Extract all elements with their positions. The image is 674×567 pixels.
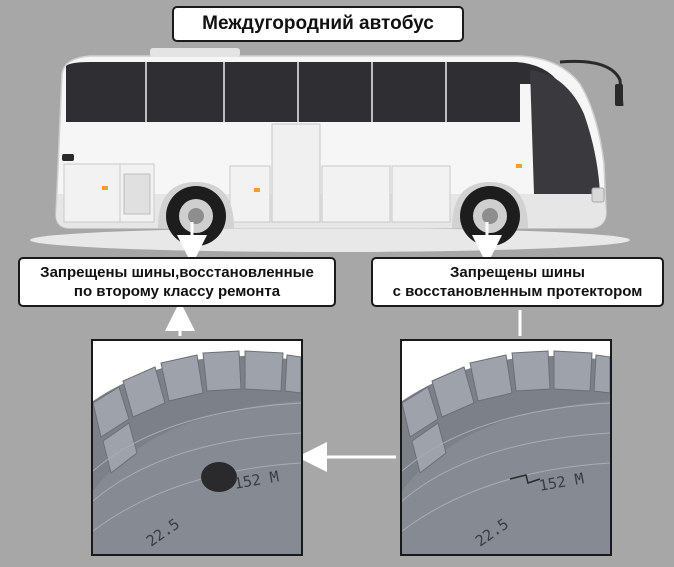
front-wheel [460, 186, 520, 246]
luggage-bays [63, 163, 451, 223]
rear-wheel [166, 186, 226, 246]
bus-windows [66, 62, 560, 122]
bus-windshield [530, 70, 600, 194]
label-left-line2: по второму классу ремонта [73, 283, 281, 300]
tire-sidewall [402, 401, 610, 554]
window-dividers [145, 62, 447, 122]
tire-closeup-right: 152 M 22.5 [402, 341, 610, 554]
tread-blocks [402, 350, 610, 474]
bus-shadow [30, 228, 630, 252]
sidewall-lines [93, 402, 301, 532]
label-left-line1: Запрещены шины,восстановленные [40, 264, 314, 281]
rear-light [62, 154, 74, 161]
side-mirror [559, 59, 624, 107]
mirror-head [615, 84, 623, 106]
tire-sidewall [93, 401, 301, 554]
tread-blocks [93, 350, 301, 474]
label-right-line1: Запрещены шины [450, 264, 585, 281]
bus-illustration [30, 48, 630, 252]
vent-grille [123, 173, 151, 215]
tire-closeup-left: 152 M 22.5 [93, 341, 301, 554]
roof-ac-unit [150, 48, 240, 57]
tire-photo-second-class-repair: 152 M 22.5 [91, 339, 303, 556]
diagram-title: Междугородний автобус [172, 6, 464, 42]
sidewall-lines [402, 402, 610, 532]
marker-lights [102, 164, 522, 192]
label-retreaded-tires: Запрещены шины с восстановленным протект… [371, 257, 664, 307]
title-text: Междугородний автобус [202, 13, 434, 34]
tire-photo-retreaded: 152 M 22.5 [400, 339, 612, 556]
headlight [591, 187, 605, 203]
retread-seam [509, 474, 541, 484]
label-right-line2: с восстановленным протектором [392, 283, 643, 300]
label-regrooved-second-class: Запрещены шины,восстановленные по втором… [18, 257, 336, 307]
bus-door [271, 123, 321, 223]
repair-patch [201, 462, 237, 492]
